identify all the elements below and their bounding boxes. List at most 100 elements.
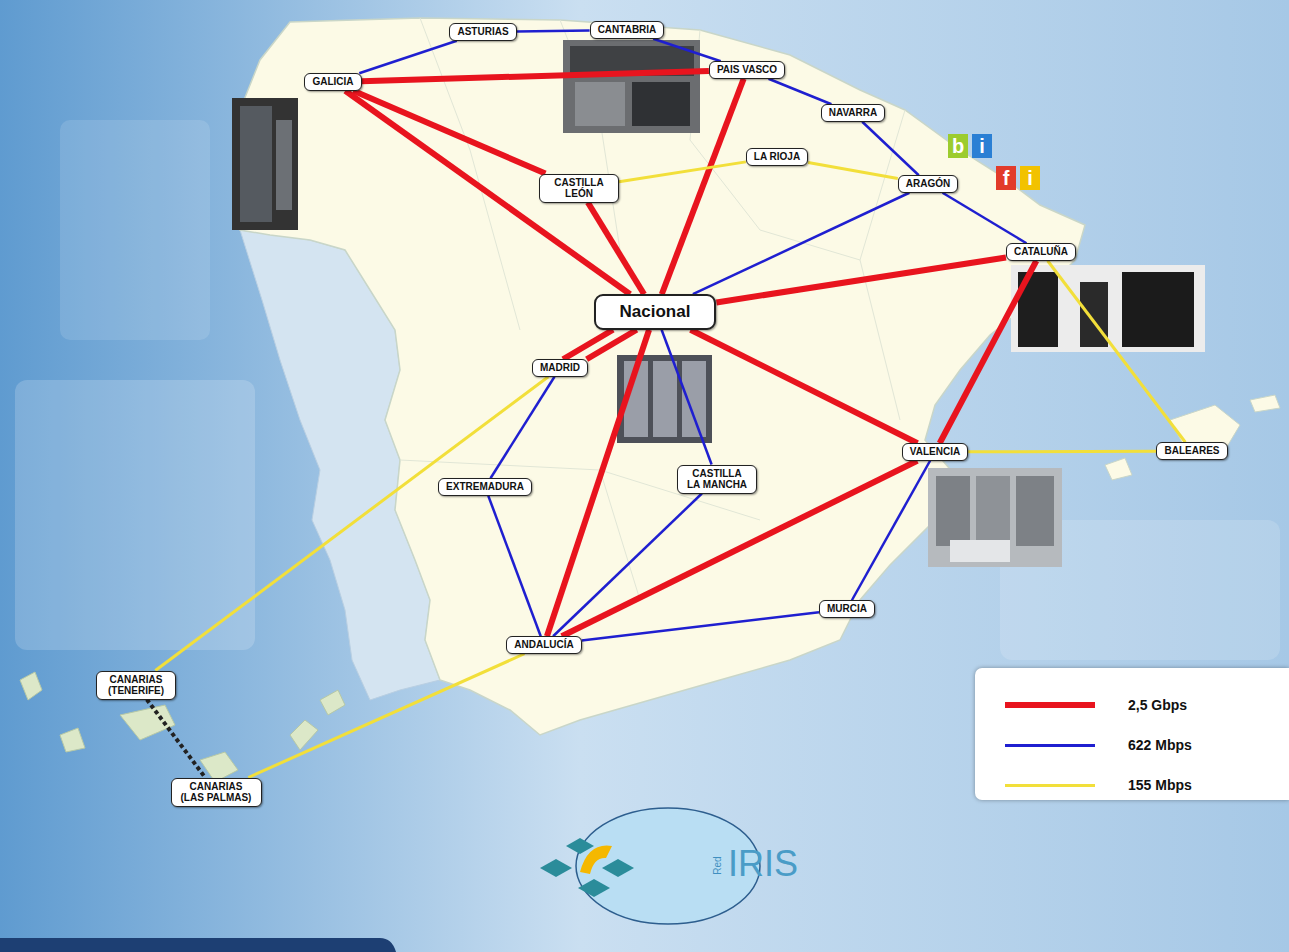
region-box: ANDALUCÍA bbox=[506, 636, 581, 654]
region-box: CATALUÑA bbox=[1006, 243, 1076, 261]
network-link bbox=[362, 71, 709, 81]
region-name: ARAGÓN bbox=[906, 178, 950, 190]
region-name: CATALUÑA bbox=[1014, 246, 1068, 258]
logo-diamond bbox=[540, 859, 572, 877]
region-name: CANTABRIA bbox=[598, 24, 657, 36]
network-link bbox=[553, 494, 702, 637]
network-link bbox=[852, 461, 930, 601]
rack bbox=[1016, 476, 1054, 546]
rack bbox=[936, 476, 970, 546]
network-link bbox=[588, 203, 644, 295]
region-name: NAVARRA bbox=[829, 107, 878, 119]
region-box: CASTILLA LA MANCHA bbox=[677, 465, 757, 494]
region-box: CANARIAS (LAS PALMAS) bbox=[171, 778, 262, 807]
region-box: Nacional bbox=[594, 294, 717, 330]
rack bbox=[632, 82, 690, 126]
island-outline bbox=[120, 705, 175, 740]
region-box: LA RIOJA bbox=[746, 148, 808, 166]
watermark-panel bbox=[60, 120, 210, 340]
photo-frame bbox=[928, 468, 1062, 567]
photo-frame bbox=[563, 40, 700, 133]
footer-band bbox=[0, 938, 396, 952]
network-link bbox=[1048, 261, 1186, 443]
legend-swatch bbox=[1005, 744, 1095, 747]
region-borders bbox=[400, 18, 905, 600]
logo-arch bbox=[580, 846, 612, 874]
network-link bbox=[353, 91, 545, 174]
network-link bbox=[582, 612, 819, 640]
desk bbox=[950, 540, 1010, 562]
rack bbox=[1080, 282, 1108, 347]
network-link bbox=[662, 330, 712, 465]
region-name: LA RIOJA bbox=[754, 151, 800, 163]
logo-text: Red bbox=[712, 856, 723, 874]
legend-box: 2,5 Gbps622 Mbps155 Mbps bbox=[975, 668, 1289, 800]
network-link bbox=[587, 330, 637, 359]
island-outline bbox=[290, 720, 318, 750]
region-name: EXTREMADURA bbox=[446, 481, 524, 493]
region-box: EXTREMADURA bbox=[438, 478, 532, 496]
region-name: CASTILLA LA MANCHA bbox=[685, 468, 749, 491]
region-name: BALEARES bbox=[1164, 445, 1219, 457]
region-name: VALENCIA bbox=[910, 446, 960, 458]
region-name: MADRID bbox=[540, 362, 580, 374]
region-box: ASTURIAS bbox=[449, 23, 516, 41]
menorca-outline bbox=[1250, 395, 1280, 412]
network-link bbox=[716, 257, 1006, 302]
region-box: VALENCIA bbox=[902, 443, 968, 461]
region-name: PAIS VASCO bbox=[717, 64, 777, 76]
region-name: GALICIA bbox=[312, 76, 353, 88]
region-box: GALICIA bbox=[304, 73, 361, 91]
network-link bbox=[248, 654, 524, 778]
server-photo bbox=[928, 468, 1062, 567]
logo-text: IRIS bbox=[728, 843, 798, 885]
legend-row: 2,5 Gbps bbox=[975, 685, 1289, 725]
rack bbox=[682, 361, 706, 437]
rack bbox=[240, 106, 272, 222]
network-link bbox=[691, 330, 918, 443]
network-link bbox=[155, 377, 548, 671]
ibiza-outline bbox=[1105, 458, 1132, 480]
region-name: CANARIAS (LAS PALMAS) bbox=[179, 781, 254, 804]
network-link bbox=[345, 91, 630, 294]
logo-letter: b bbox=[948, 134, 968, 158]
island-outline bbox=[60, 728, 85, 752]
server-photo bbox=[232, 98, 298, 230]
network-link bbox=[662, 79, 744, 294]
rack bbox=[276, 120, 292, 210]
network-link bbox=[968, 450, 1156, 454]
legend-swatch bbox=[1005, 784, 1095, 787]
region-box: MADRID bbox=[532, 359, 588, 377]
rack bbox=[1122, 272, 1194, 347]
logo-diamond bbox=[566, 838, 594, 854]
region-name: CASTILLA LEÓN bbox=[547, 177, 611, 200]
spain-outline bbox=[235, 18, 1085, 735]
network-link bbox=[488, 496, 540, 637]
region-name: CANARIAS (TENERIFE) bbox=[104, 674, 168, 697]
legend-row: 622 Mbps bbox=[975, 725, 1289, 765]
legend-swatch bbox=[1005, 702, 1095, 708]
watermark-panel bbox=[15, 380, 255, 650]
network-link bbox=[359, 41, 457, 74]
region-box: CANARIAS (TENERIFE) bbox=[96, 671, 176, 700]
server-photo bbox=[563, 40, 700, 133]
network-link bbox=[769, 79, 832, 105]
region-box: MURCIA bbox=[819, 600, 875, 618]
logo-diamond bbox=[578, 879, 610, 897]
region-box: PAIS VASCO bbox=[709, 61, 785, 79]
region-name: ASTURIAS bbox=[457, 26, 508, 38]
rack bbox=[575, 82, 625, 126]
network-link bbox=[940, 261, 1037, 444]
region-name: MURCIA bbox=[827, 603, 867, 615]
region-name: ANDALUCÍA bbox=[514, 639, 573, 651]
network-link bbox=[147, 700, 205, 778]
legend-text: 2,5 Gbps bbox=[1128, 697, 1187, 713]
rack bbox=[976, 476, 1010, 546]
network-link bbox=[943, 193, 1027, 244]
logo-letter: i bbox=[972, 134, 992, 158]
